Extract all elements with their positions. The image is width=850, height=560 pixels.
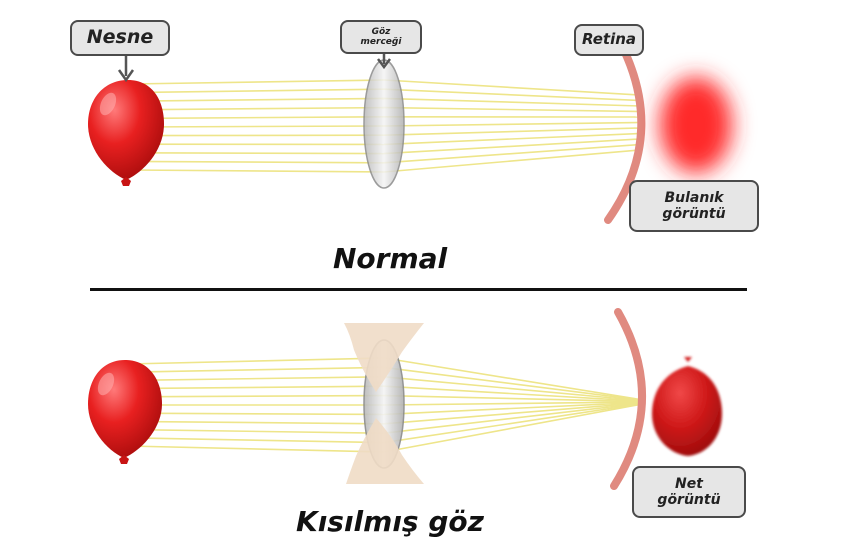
ray-top	[383, 79, 641, 96]
pointer-arrow-nesne	[117, 56, 135, 83]
ray-top	[383, 121, 641, 127]
ray-bottom	[127, 376, 385, 382]
blurry-label-line2: görüntü	[662, 206, 726, 222]
squinted-eye-heading: Kısılmış göz	[296, 505, 484, 538]
ray-bottom	[127, 366, 385, 373]
ray-bottom	[383, 385, 641, 402]
ray-bottom	[383, 403, 641, 453]
light-rays-squinted	[127, 357, 641, 453]
pointer-arrow-lens	[377, 54, 391, 70]
ray-top	[383, 143, 641, 164]
retina-label-text: Retina	[581, 30, 637, 49]
ray-top	[129, 160, 385, 164]
ray-top	[383, 138, 641, 155]
ray-bottom	[127, 394, 385, 398]
lens-label: Göz merceği	[340, 20, 422, 54]
blurry-image	[660, 77, 732, 173]
ray-bottom	[127, 357, 385, 365]
ray-top	[383, 149, 641, 173]
ray-top	[129, 88, 385, 94]
sharp-label-line2: görüntü	[657, 492, 721, 508]
ray-bottom	[127, 428, 385, 434]
ray-bottom	[127, 437, 385, 444]
section-divider	[90, 288, 747, 291]
ray-top	[129, 97, 385, 102]
lens-label-line2: merceği	[360, 37, 402, 47]
ray-bottom	[127, 385, 385, 390]
ray-top	[129, 169, 385, 173]
normal-heading: Normal	[333, 242, 448, 275]
ray-top	[129, 125, 385, 128]
ray-bottom	[383, 366, 641, 401]
ray-bottom	[383, 402, 641, 425]
eye-lens-normal	[363, 59, 405, 189]
ray-bottom	[383, 402, 641, 434]
retina-bottom	[610, 308, 646, 490]
eyelids	[344, 323, 424, 484]
sharp-image	[652, 357, 722, 456]
ray-bottom	[127, 420, 385, 425]
ray-top	[129, 152, 385, 155]
balloon-object-top	[88, 80, 164, 186]
ray-bottom	[383, 403, 641, 444]
ray-bottom	[383, 401, 641, 416]
ray-top	[383, 132, 641, 146]
sharp-image-label: Net görüntü	[632, 466, 746, 518]
retina-top	[604, 38, 646, 224]
sharp-label-line1: Net	[675, 475, 703, 492]
ray-bottom	[127, 412, 385, 416]
lens-label-line1: Göz	[371, 26, 391, 37]
object-label-text: Nesne	[86, 26, 154, 49]
ray-top	[383, 127, 641, 136]
ray-bottom	[383, 394, 641, 403]
blurry-image-label: Bulanık görüntü	[629, 180, 759, 232]
balloon-object-bottom	[88, 360, 162, 464]
ray-top	[129, 116, 385, 120]
object-label: Nesne	[70, 20, 170, 56]
ray-top	[129, 79, 385, 85]
ray-top	[383, 97, 641, 107]
ray-top	[129, 106, 385, 111]
ray-top	[383, 106, 641, 113]
ray-bottom	[383, 401, 641, 406]
ray-bottom	[127, 445, 385, 453]
ray-bottom	[383, 357, 641, 401]
ray-top	[383, 88, 641, 102]
retina-label: Retina	[574, 24, 644, 56]
ray-bottom	[383, 376, 641, 402]
light-rays-normal	[129, 79, 641, 173]
blurry-label-line1: Bulanık	[664, 189, 724, 206]
